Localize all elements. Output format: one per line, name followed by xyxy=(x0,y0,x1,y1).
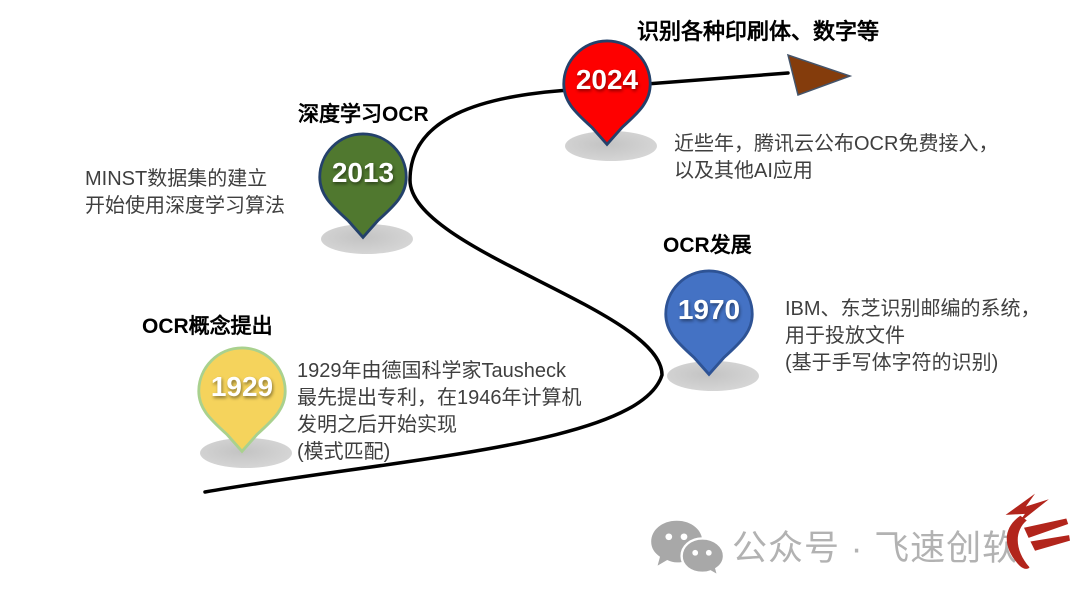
desc-line: MINST数据集的建立 xyxy=(85,168,268,190)
pin-shape xyxy=(664,269,754,377)
map-pin-2013: 2013 xyxy=(316,131,410,244)
brand-logo-icon xyxy=(1005,493,1070,569)
year-badge: 2024 xyxy=(575,64,639,95)
map-pin-1929: 1929 xyxy=(195,345,289,458)
desc-line: 最先提出专利，在1946年计算机 xyxy=(297,387,582,409)
desc-line: 以及其他AI应用 xyxy=(674,160,813,182)
desc-line: (基于手写体字符的识别) xyxy=(785,352,999,374)
desc-line: IBM、东芝识别邮编的系统， xyxy=(785,298,1041,320)
map-pin-2024: 2024 xyxy=(560,38,654,151)
wechat-icon xyxy=(651,520,726,579)
pin-shape xyxy=(562,39,652,147)
milestone-desc-1970: IBM、东芝识别邮编的系统， 用于投放文件 (基于手写体字符的识别) xyxy=(785,296,1041,377)
pin-icon xyxy=(318,132,408,240)
desc-line: (模式匹配) xyxy=(297,441,391,463)
desc-line: 发明之后开始实现 xyxy=(297,414,457,436)
milestone-label-2013: 深度学习OCR xyxy=(298,103,429,126)
arrowhead-icon xyxy=(786,53,853,96)
pin-shape xyxy=(197,346,287,454)
milestone-label-1970: OCR发展 xyxy=(663,234,752,257)
map-pin-1970: 1970 xyxy=(662,268,756,381)
milestone-label-2024: 识别各种印刷体、数字等 xyxy=(637,19,880,44)
timeline-path xyxy=(203,71,790,494)
desc-line: 用于投放文件 xyxy=(785,325,905,347)
watermark: 公众号 · 飞速创软 xyxy=(644,490,1074,590)
year-badge: 2013 xyxy=(331,157,395,188)
desc-line: 开始使用深度学习算法 xyxy=(85,195,285,217)
pin-icon xyxy=(562,39,652,147)
milestone-desc-2013: MINST数据集的建立 开始使用深度学习算法 xyxy=(85,166,285,220)
year-badge: 1929 xyxy=(210,371,274,402)
desc-line: 近些年，腾讯云公布OCR免费接入， xyxy=(674,133,999,155)
pin-icon xyxy=(664,269,754,377)
desc-line: 1929年由德国科学家Tausheck xyxy=(297,360,566,382)
watermark-text: 公众号 · 飞速创软 xyxy=(732,529,1019,568)
milestone-desc-2024: 近些年，腾讯云公布OCR免费接入， 以及其他AI应用 xyxy=(674,131,998,185)
year-badge: 1970 xyxy=(677,294,741,325)
milestone-desc-1929: 1929年由德国科学家Tausheck 最先提出专利，在1946年计算机 发明之… xyxy=(297,358,582,466)
milestone-label-1929: OCR概念提出 xyxy=(142,315,273,338)
pin-icon xyxy=(197,346,287,454)
pin-shape xyxy=(318,132,408,240)
